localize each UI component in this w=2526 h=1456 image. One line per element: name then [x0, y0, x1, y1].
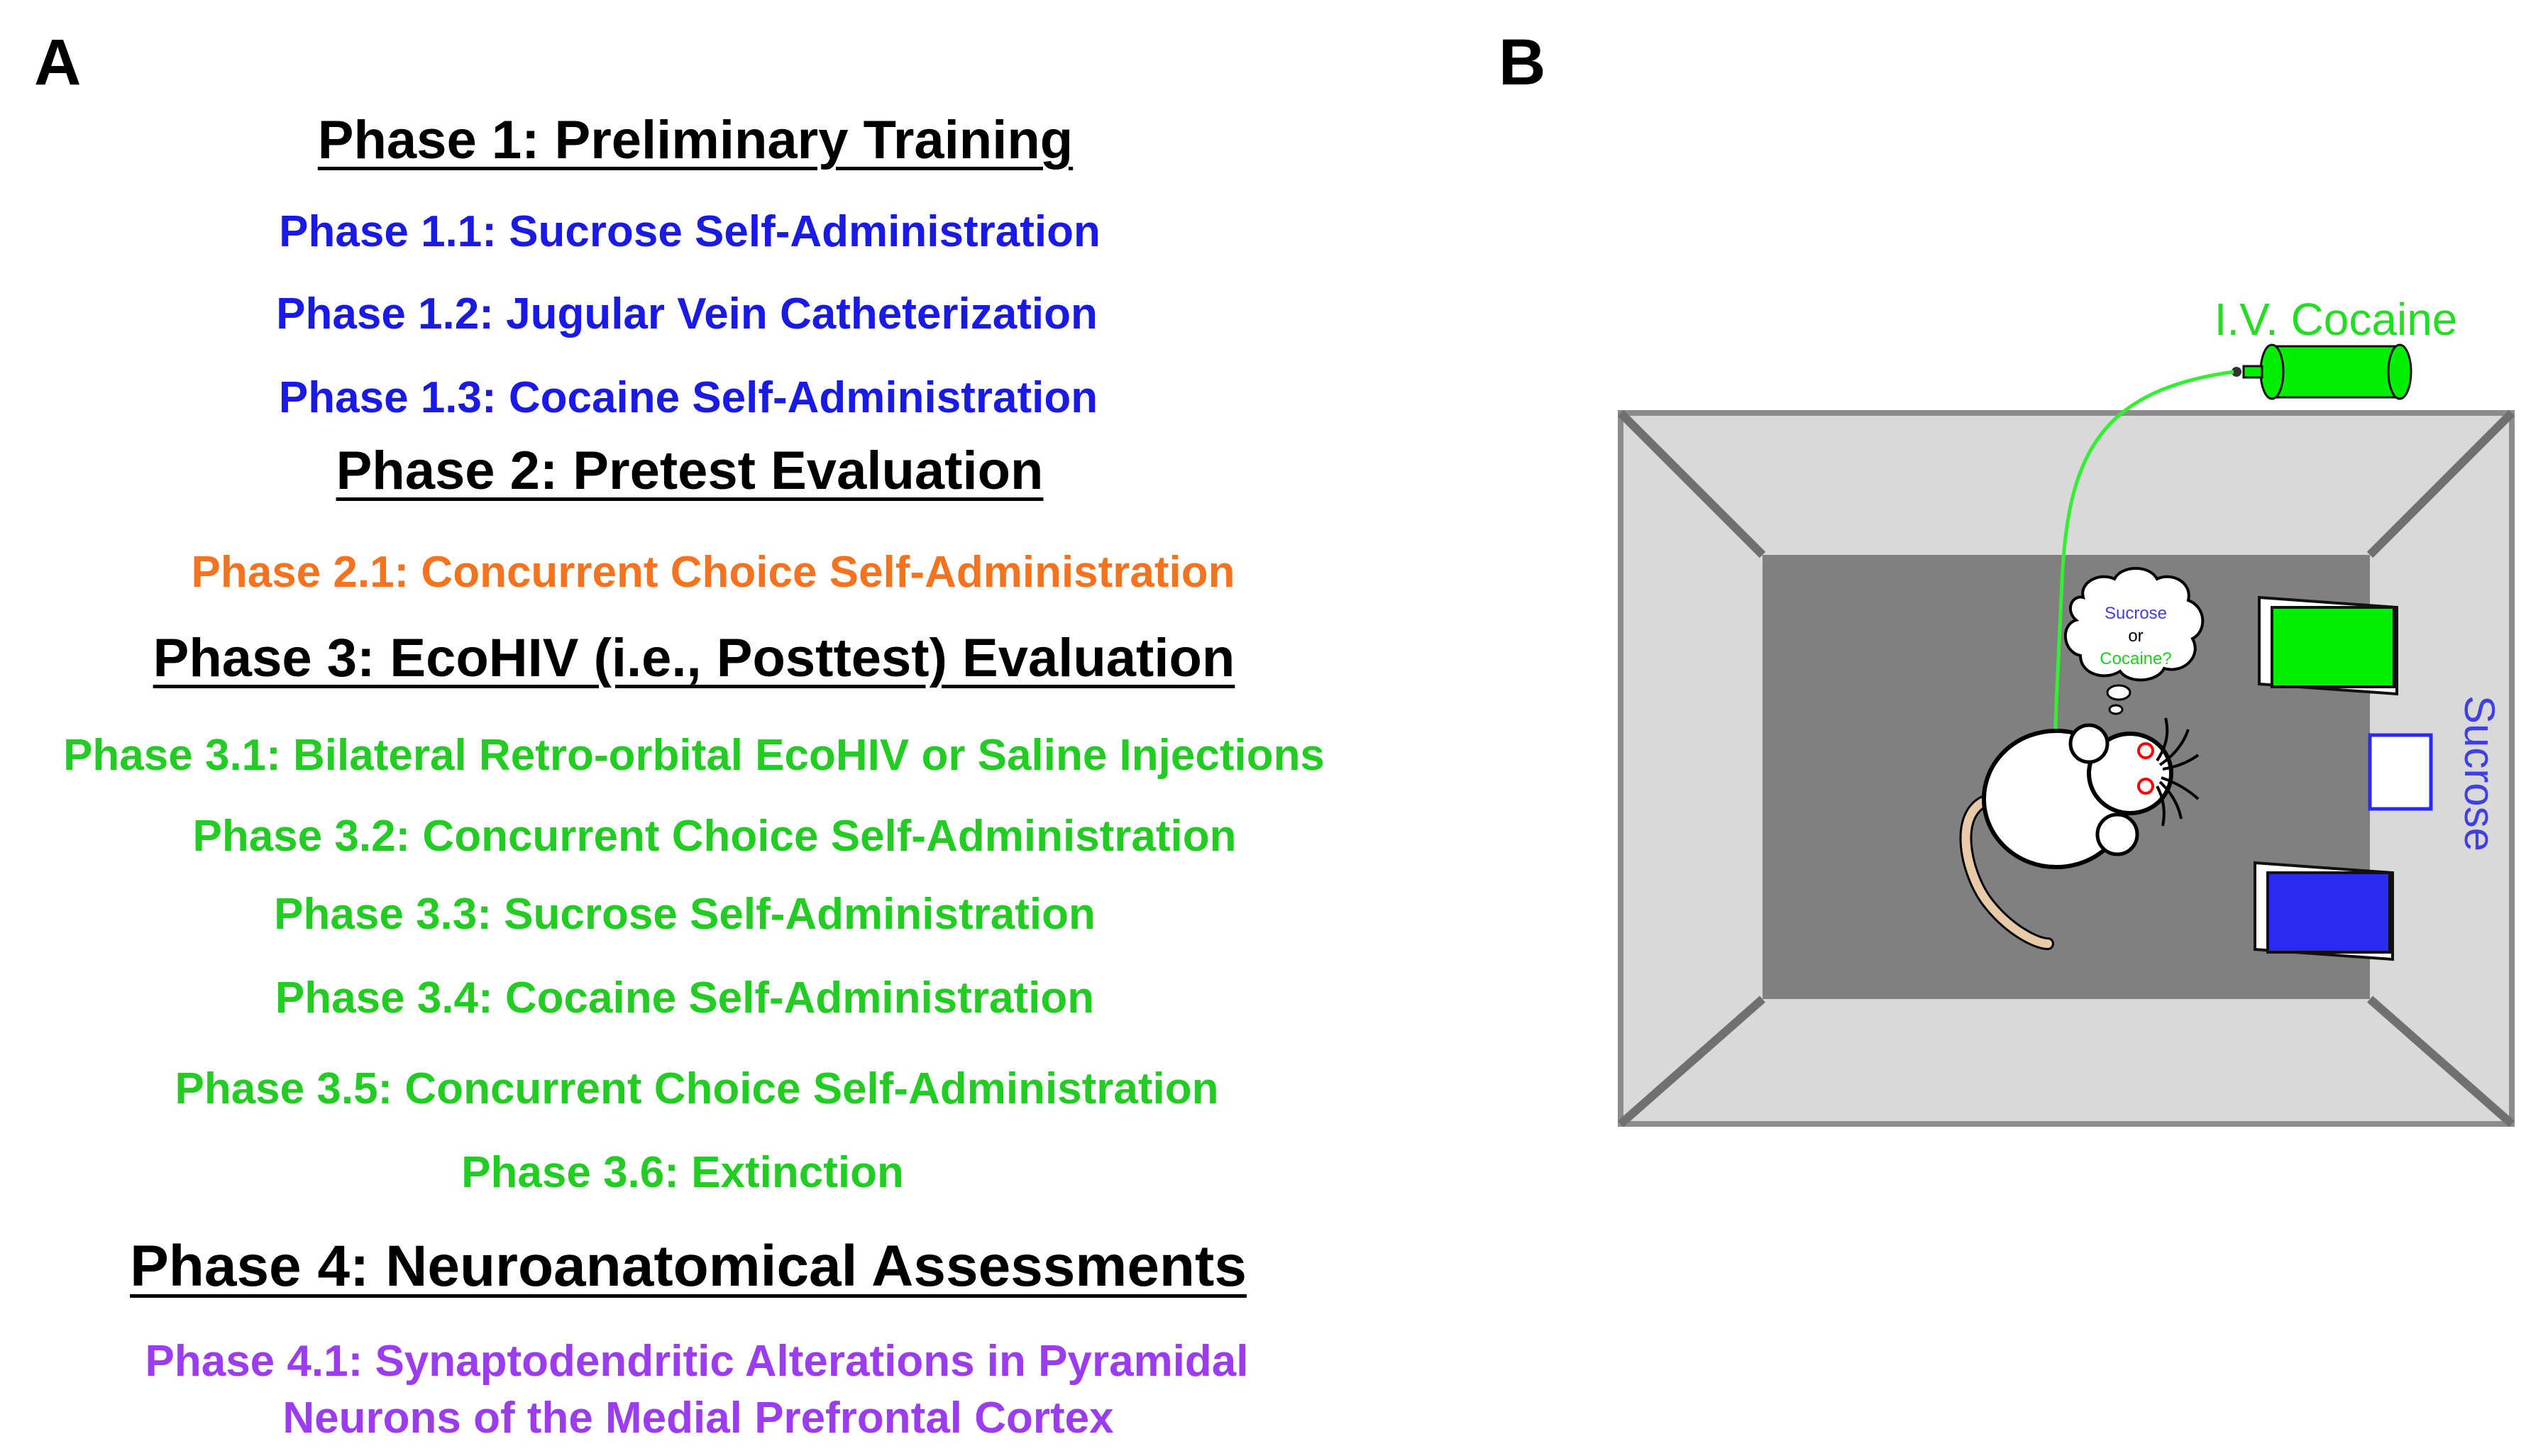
sucrose-port-label: Sucrose [2456, 695, 2503, 851]
panel-label-a: A [34, 26, 82, 99]
phase3-item: Phase 3.1: Bilateral Retro-orbital EcoHI… [63, 731, 1325, 780]
iv-cocaine-label: I.V. Cocaine [2215, 294, 2458, 345]
phase1-item: Phase 1.3: Cocaine Self-Administration [278, 373, 1098, 422]
sucrose-lever [2254, 861, 2394, 961]
thought-bubble: Sucrose or Cocaine? [2064, 567, 2205, 715]
phase4-item: Phase 4.1: Synaptodendritic Alterations … [145, 1337, 1249, 1386]
phase3-title: Phase 3: EcoHIV (i.e., Posttest) Evaluat… [153, 628, 1235, 688]
phase3-item: Phase 3.2: Concurrent Choice Self-Admini… [192, 812, 1237, 861]
thought-text-or: or [2128, 627, 2143, 646]
phase4-item: Neurons of the Medial Prefrontal Cortex [282, 1394, 1114, 1443]
phase1-item: Phase 1.1: Sucrose Self-Administration [279, 207, 1101, 256]
phase2-item: Phase 2.1: Concurrent Choice Self-Admini… [191, 548, 1235, 597]
phase3-item: Phase 3.5: Concurrent Choice Self-Admini… [175, 1064, 1219, 1113]
thought-text-cocaine: Cocaine? [2100, 649, 2171, 668]
phase1-item: Phase 1.2: Jugular Vein Catheterization [276, 289, 1098, 338]
cocaine-lever [2258, 595, 2398, 696]
rat-eye [2137, 778, 2154, 795]
sucrose-receptacle [2368, 733, 2433, 811]
phase1-title: Phase 1: Preliminary Training [317, 110, 1074, 170]
phase4-title: Phase 4: Neuroanatomical Assessments [130, 1234, 1247, 1298]
rat-whiskers [2156, 717, 2200, 827]
panel-label-b: B [1499, 26, 1546, 99]
phase2-title: Phase 2: Pretest Evaluation [336, 441, 1044, 501]
rat [1982, 717, 2200, 869]
phase3-item: Phase 3.6: Extinction [461, 1148, 904, 1197]
thought-text-sucrose: Sucrose [2105, 604, 2167, 623]
phase3-item: Phase 3.4: Cocaine Self-Administration [275, 974, 1095, 1022]
phase3-item: Phase 3.3: Sucrose Self-Administration [274, 890, 1096, 939]
rat-eye [2137, 742, 2154, 759]
chamber-corner-lines [1617, 409, 2515, 1127]
iv-syringe [2232, 343, 2412, 400]
